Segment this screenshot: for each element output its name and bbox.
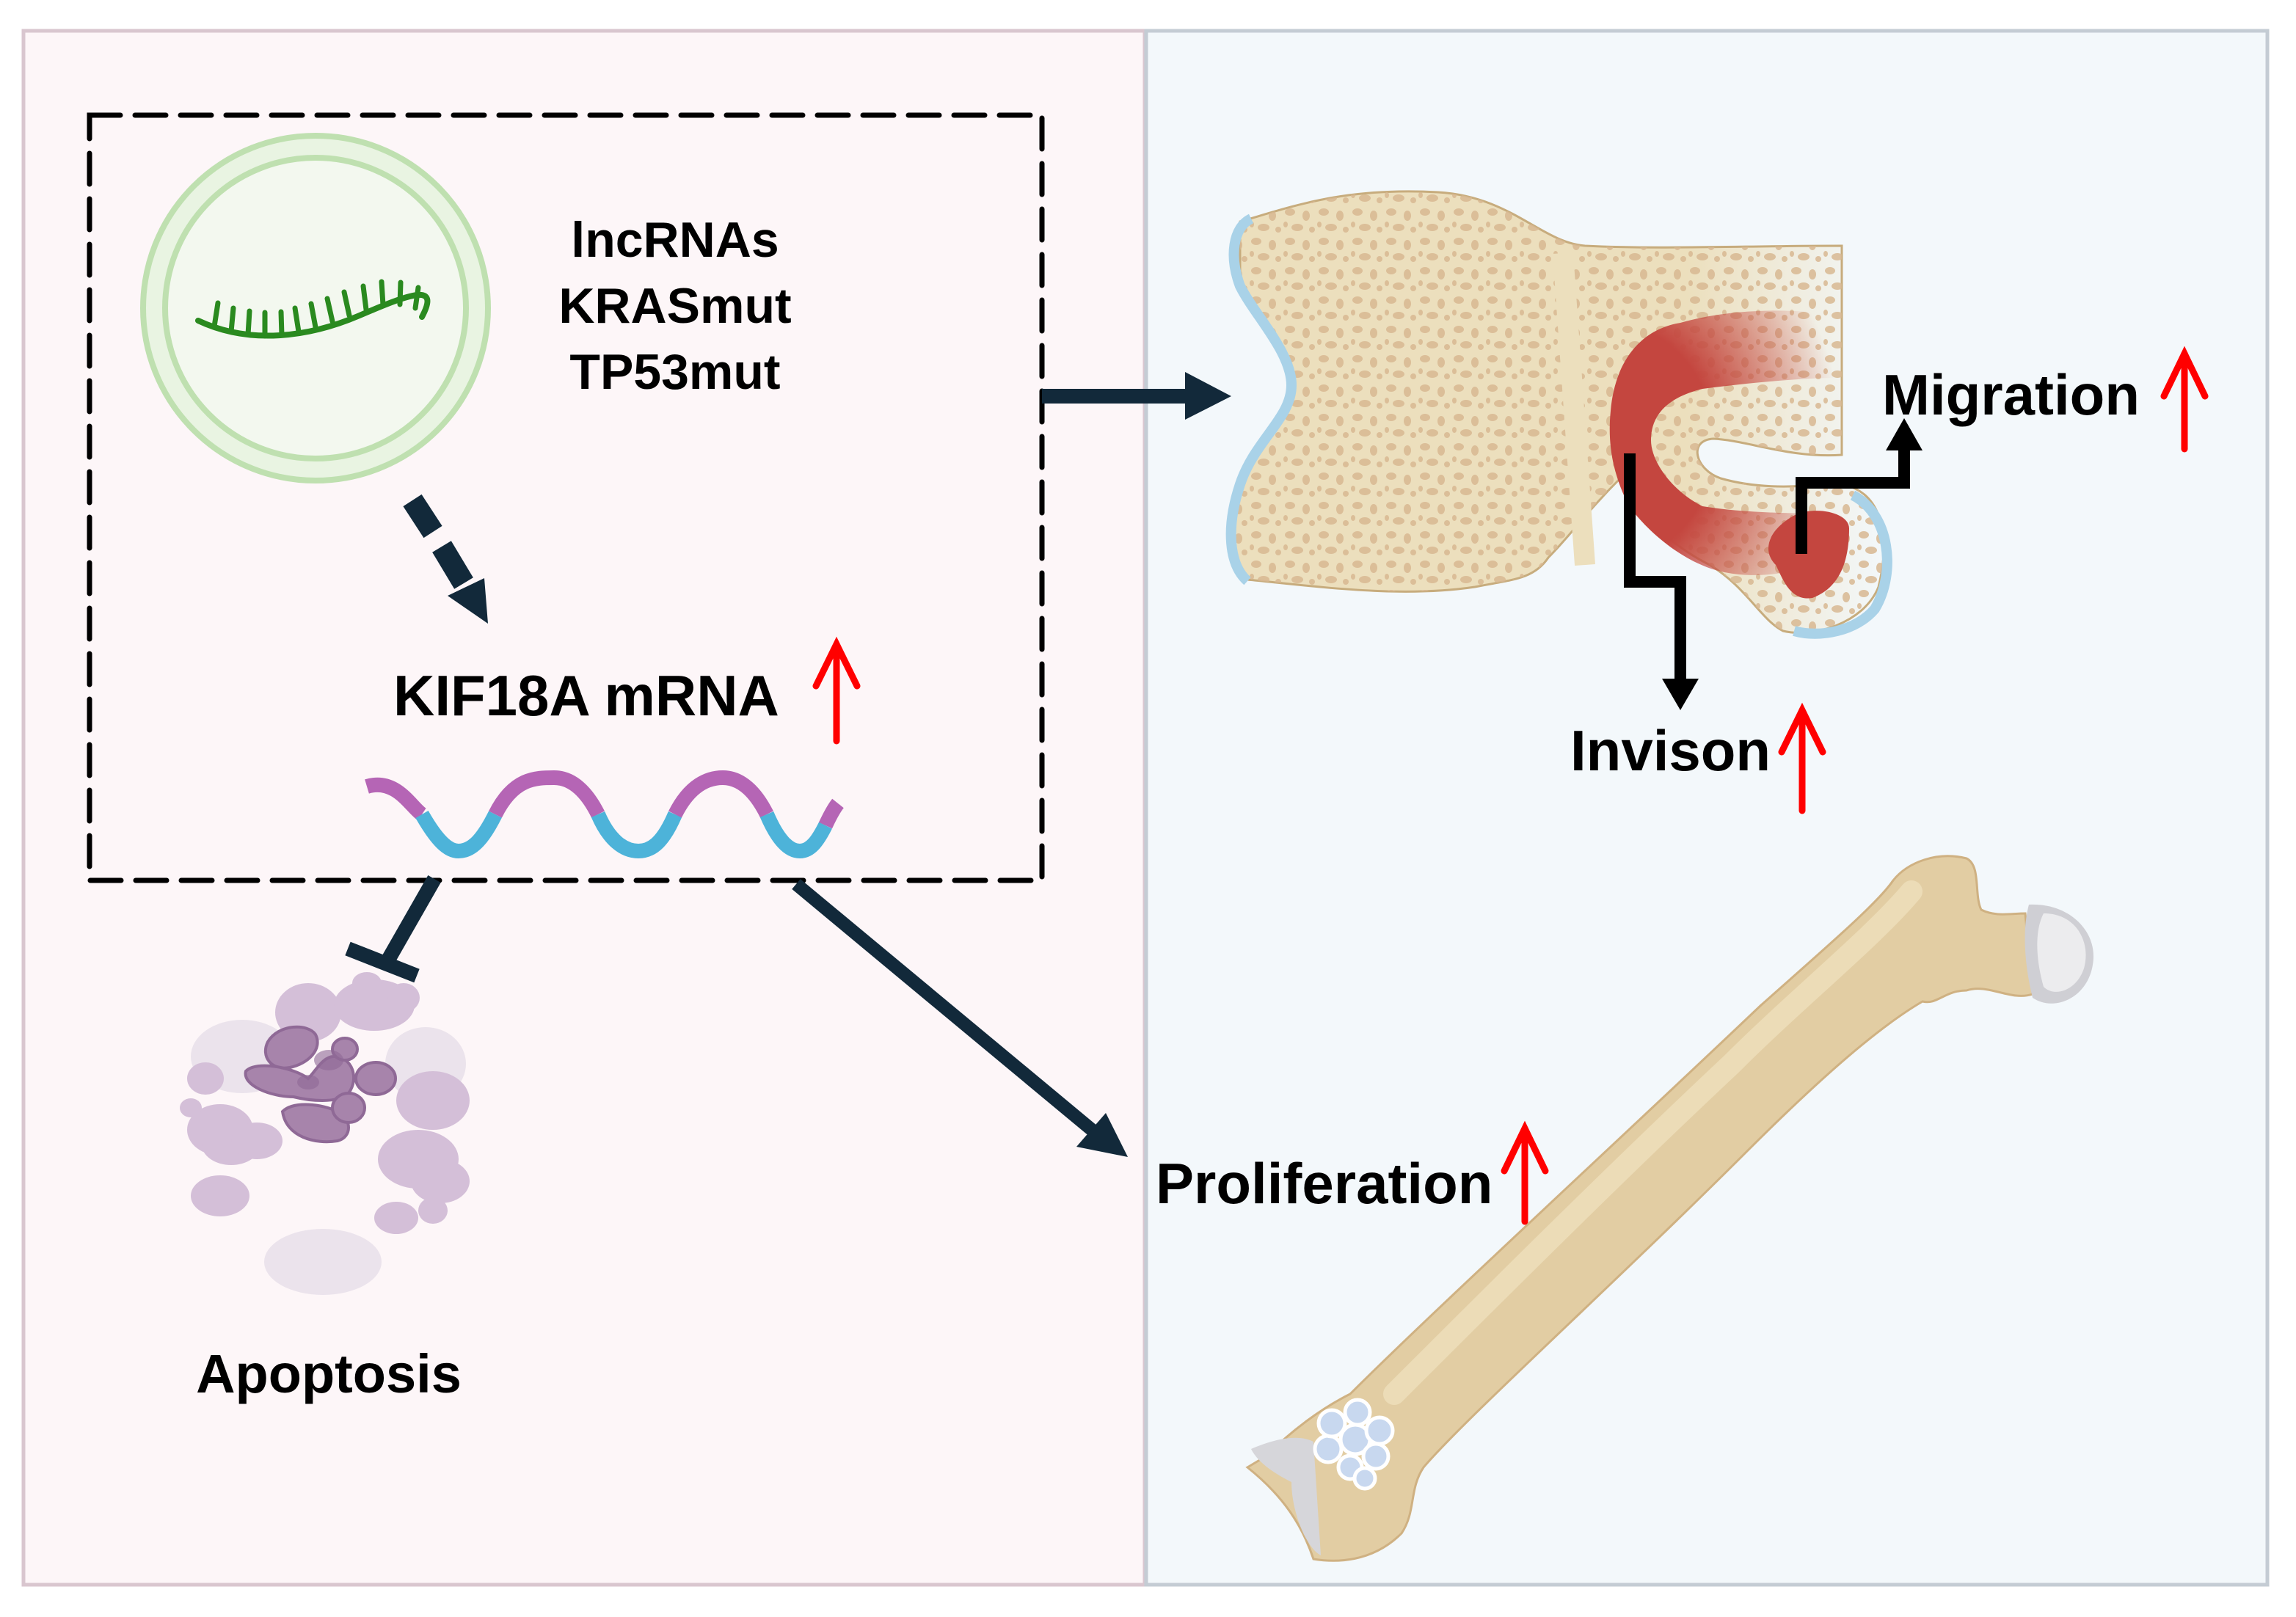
tumor-cell-cluster-icon — [1313, 1398, 1395, 1491]
arrow-to-proliferation — [792, 879, 1128, 1157]
arrow-to-bone-joint — [1042, 372, 1231, 420]
femur-bone-icon — [1245, 855, 2094, 1562]
mechanism-dashed-box — [87, 112, 1045, 883]
dashed-induction-arrow — [403, 494, 488, 624]
kif18a-up-arrow-icon — [812, 636, 861, 745]
invasion-arrow — [1624, 453, 1699, 710]
apoptotic-cell-icon — [180, 972, 470, 1295]
factor-tp53mut: TP53mut — [569, 344, 780, 400]
invasion-up-arrow-icon — [1778, 702, 1826, 814]
bone-joint-section-icon — [1225, 190, 1892, 639]
migration-up-arrow-icon — [2160, 346, 2209, 453]
mrna-strand-icon — [365, 770, 844, 859]
proliferation-up-arrow-icon — [1501, 1120, 1549, 1225]
apoptosis-label: Apoptosis — [196, 1343, 462, 1404]
migration-arrow — [1796, 418, 1923, 554]
factor-lncrnas: lncRNAs — [571, 212, 779, 268]
kif18a-mrna-label: KIF18A mRNA — [393, 663, 779, 728]
factor-krasmut: KRASmut — [558, 278, 791, 334]
inhibition-line — [345, 875, 441, 983]
lncrna-circle-icon — [140, 133, 491, 483]
migration-label: Migration — [1882, 362, 2140, 427]
proliferation-label: Proliferation — [1156, 1151, 1493, 1216]
invasion-label: Invison — [1570, 718, 1771, 783]
